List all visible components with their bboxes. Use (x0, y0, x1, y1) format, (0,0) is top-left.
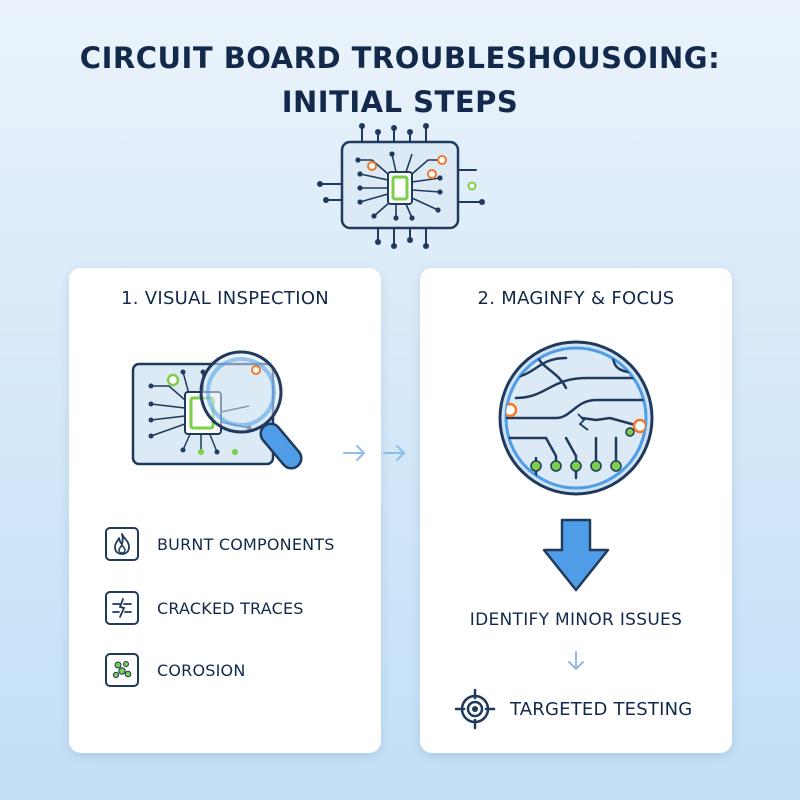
small-down-arrow-icon (568, 651, 584, 670)
step-1-card: 1. VISUAL INSPECTION (69, 268, 381, 753)
title-line-2: INITIAL STEPS (281, 85, 519, 119)
item-burnt-components: BURNT COMPONENTS (105, 526, 335, 562)
step-2-card: 2. MAGINFY & FOCUS (420, 268, 732, 753)
down-arrow-icon (542, 518, 610, 592)
cracked-trace-icon (105, 591, 139, 625)
page-title: CIRCUIT BOARD TROUBLESHOUSOING: INITIAL … (0, 36, 800, 124)
flow-arrows-icon (343, 445, 405, 461)
item-burnt-label: BURNT COMPONENTS (157, 534, 335, 554)
identify-label: IDENTIFY MINOR ISSUES (469, 610, 683, 630)
targeted-testing-row: TARGETED TESTING (454, 688, 692, 730)
title-line-1: CIRCUIT BOARD TROUBLESHOUSOING: (79, 41, 721, 75)
targeted-testing-label: TARGETED TESTING (510, 698, 693, 720)
item-corrosion-label: COROSION (157, 660, 246, 680)
target-icon (454, 688, 496, 730)
circuit-chip-icon (317, 123, 485, 249)
item-cracked-label: CRACKED TRACES (157, 598, 304, 618)
magnifier-over-board-icon (131, 350, 303, 470)
magnified-circuit-icon (498, 340, 654, 496)
step-1-title: 1. VISUAL INSPECTION (120, 288, 330, 309)
corrosion-dots-icon (105, 653, 139, 687)
item-corrosion: COROSION (105, 652, 246, 688)
item-cracked-traces: CRACKED TRACES (105, 590, 304, 626)
flame-icon (105, 527, 139, 561)
step-2-title: 2. MAGINFY & FOCUS (477, 288, 675, 309)
